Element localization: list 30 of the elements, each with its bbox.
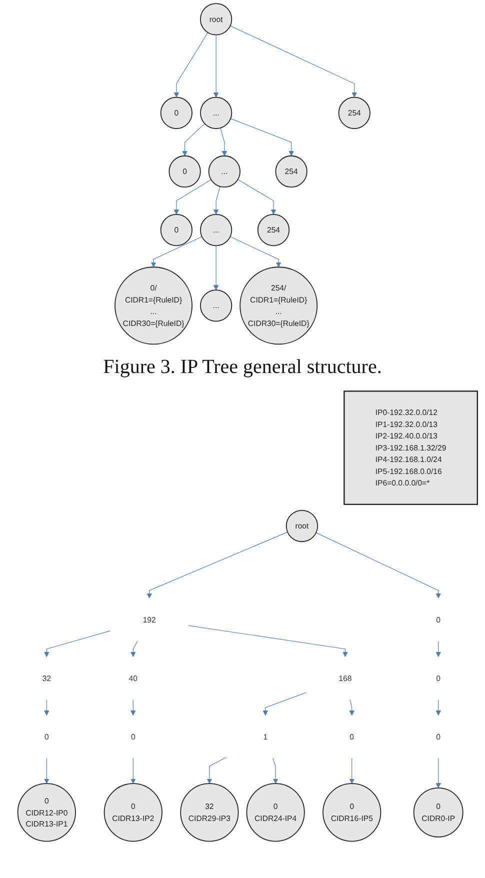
arrow: [436, 699, 441, 716]
arrow: [272, 758, 278, 784]
arrow: [213, 34, 219, 98]
arrow: [230, 236, 282, 268]
arrow: [230, 26, 358, 98]
arrow: [213, 186, 220, 215]
arrow: [44, 758, 50, 784]
arrow: [316, 532, 441, 598]
arrow: [238, 179, 276, 215]
arrow: [230, 118, 294, 156]
arrow: [174, 32, 208, 98]
arrow: [213, 245, 219, 290]
arrow: [349, 758, 354, 784]
arrow: [150, 236, 202, 268]
arrow: [44, 630, 111, 658]
arrow: [349, 699, 354, 716]
figure-caption: Figure 3. IP Tree general structure.: [103, 356, 382, 378]
arrow: [436, 758, 441, 788]
arrow: [206, 756, 227, 784]
arrow: [262, 692, 306, 716]
arrow: [220, 128, 228, 156]
arrow: [146, 532, 288, 598]
arrow: [436, 640, 441, 658]
arrow: [130, 699, 136, 716]
arrow: [130, 758, 136, 784]
arrow: [44, 699, 50, 716]
arrow: [130, 640, 138, 658]
arrow: [174, 179, 212, 215]
arrow: [188, 625, 348, 658]
arrow: [182, 123, 205, 156]
